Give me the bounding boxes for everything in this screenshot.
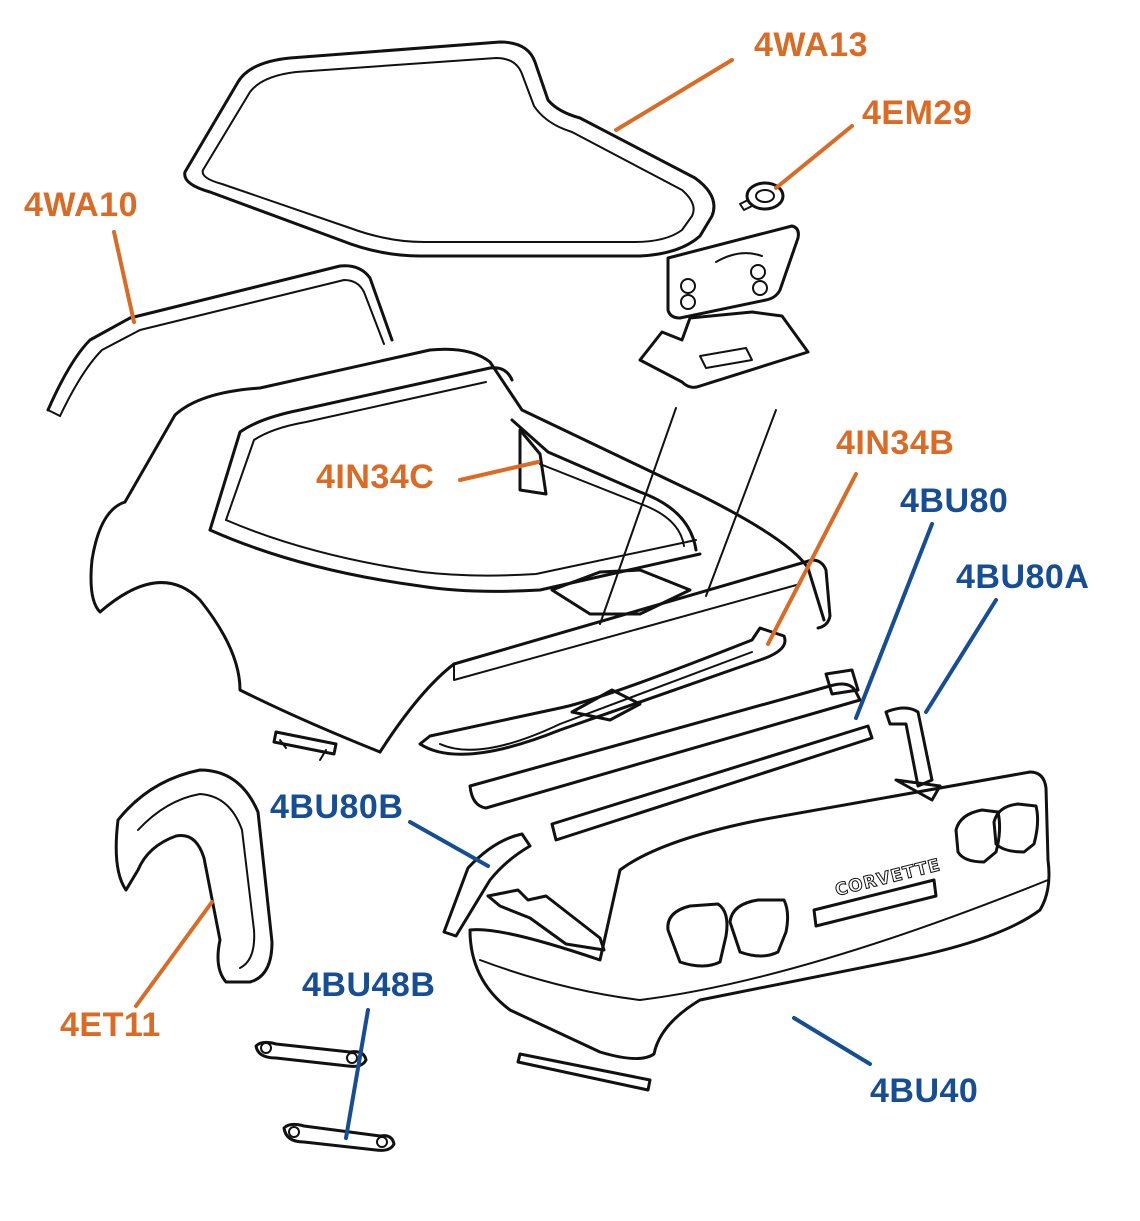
callout-4BU40: 4BU40 <box>870 1072 979 1110</box>
latch-bracket-assembly <box>638 224 810 389</box>
callout-4BU80: 4BU80 <box>900 482 1009 520</box>
assembly-guide-lines <box>599 407 777 625</box>
rear-body-shell <box>89 347 832 754</box>
bumper-bracket-left <box>442 832 532 938</box>
leader-4IN34C <box>458 460 540 482</box>
callout-4IN34C: 4IN34C <box>316 458 435 496</box>
bumper-impact-bar <box>468 668 874 842</box>
callout-4BU80B: 4BU80B <box>270 788 404 826</box>
leader-4WA10 <box>112 230 136 324</box>
leader-lines <box>112 58 998 1140</box>
leader-4BU40 <box>792 1016 872 1066</box>
callout-4IN34B: 4IN34B <box>836 424 955 462</box>
leader-4IN34B <box>766 472 858 646</box>
rear-window-weatherstrip <box>183 40 716 258</box>
lower-bracket <box>272 730 338 761</box>
callout-4ET11: 4ET11 <box>60 1006 161 1044</box>
hatch-support-bar <box>418 626 787 756</box>
leader-4ET11 <box>134 900 214 1008</box>
callout-4WA13: 4WA13 <box>754 26 868 64</box>
callout-4EM29: 4EM29 <box>862 94 973 132</box>
rear-fender-liner <box>114 768 274 984</box>
bumper-reinforcement-bracket <box>486 888 606 952</box>
bumper-cover <box>468 770 1051 1060</box>
callout-4BU80A: 4BU80A <box>956 558 1090 596</box>
hatch-release-latch <box>739 181 785 211</box>
bumper-support-straps <box>254 1040 396 1152</box>
callout-4WA10: 4WA10 <box>24 186 138 224</box>
callout-4BU48B: 4BU48B <box>302 966 436 1004</box>
leader-4BU80A <box>924 598 998 714</box>
leader-4WA13 <box>614 58 734 132</box>
bumper-lower-strip <box>516 1052 652 1092</box>
leader-4EM29 <box>774 124 854 190</box>
leader-4BU80 <box>854 522 934 720</box>
bumper-bracket-right <box>884 706 934 788</box>
leader-4BU80B <box>408 820 490 868</box>
leader-4BU48B <box>344 1008 370 1140</box>
roof-rail-weatherstrip <box>46 264 394 417</box>
